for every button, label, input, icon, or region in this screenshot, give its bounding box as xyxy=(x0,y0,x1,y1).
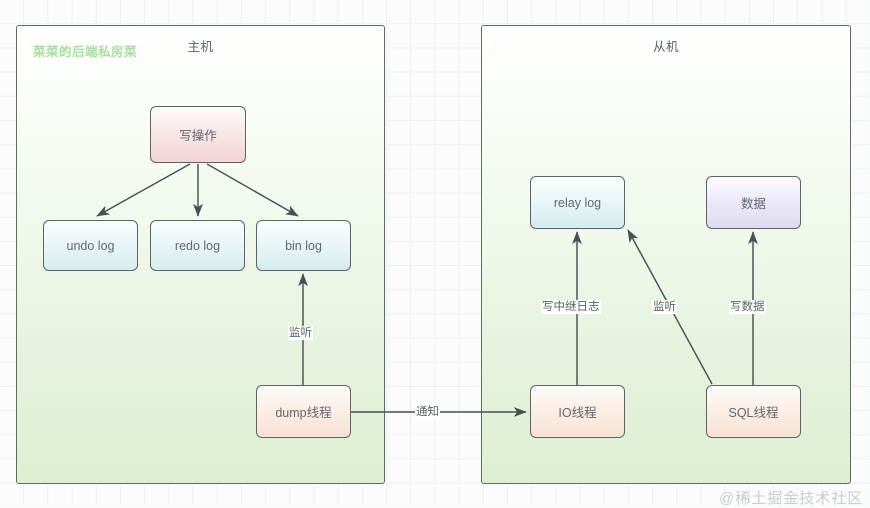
node-sql-thread[interactable]: SQL线程 xyxy=(706,385,801,438)
edge-label-notify: 通知 xyxy=(415,405,440,419)
watermark-site: @稀土掘金技术社区 xyxy=(719,490,864,507)
edge-label-write-data: 写数据 xyxy=(729,300,766,314)
node-io-thread[interactable]: IO线程 xyxy=(530,385,625,438)
node-undo-log[interactable]: undo log xyxy=(43,220,138,271)
node-data[interactable]: 数据 xyxy=(706,176,801,229)
node-dump-thread[interactable]: dump线程 xyxy=(256,385,351,438)
panel-slave-title: 从机 xyxy=(652,40,679,54)
panel-master-title: 主机 xyxy=(187,40,214,54)
edge-label-listen-relay: 监听 xyxy=(652,300,677,314)
node-relay-log[interactable]: relay log xyxy=(530,176,625,229)
node-write-operation[interactable]: 写操作 xyxy=(150,106,246,163)
node-bin-log[interactable]: bin log xyxy=(256,220,351,271)
edge-label-listen-bin: 监听 xyxy=(288,326,313,340)
edge-label-write-relay-log: 写中继日志 xyxy=(541,300,601,314)
node-redo-log[interactable]: redo log xyxy=(150,220,245,271)
watermark-author: 菜菜的后端私房菜 xyxy=(33,45,138,59)
